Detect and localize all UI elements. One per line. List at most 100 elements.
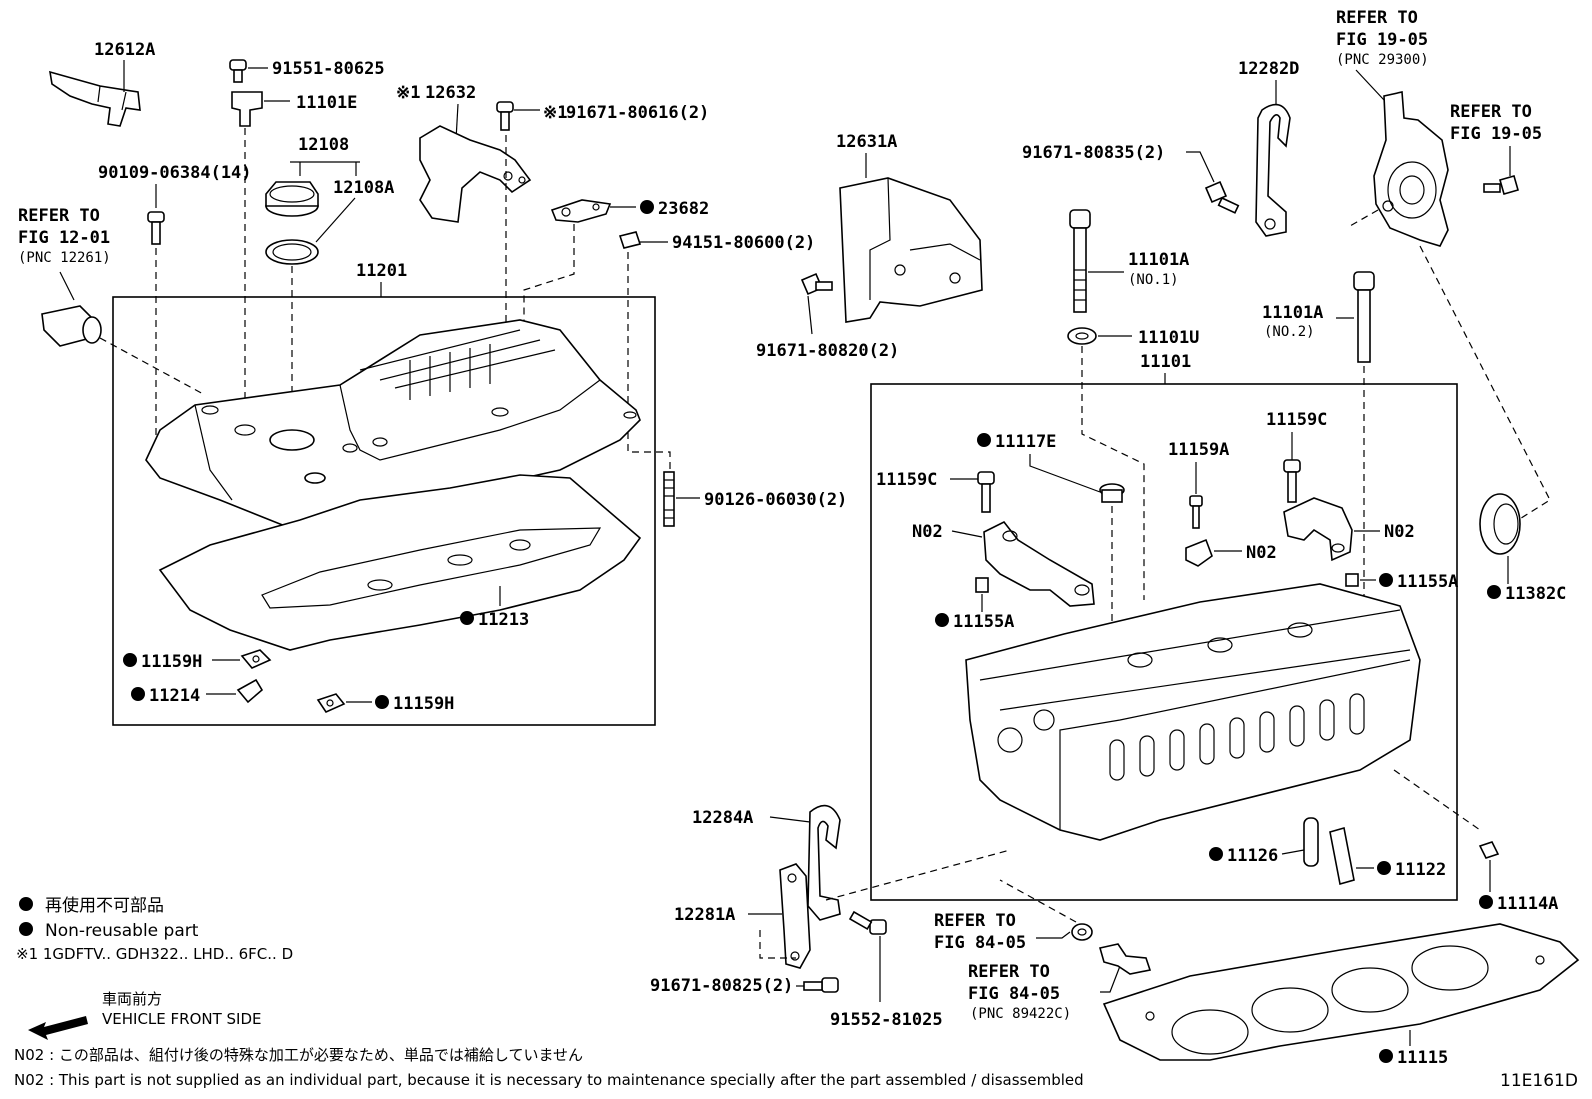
sensor-11101e-icon xyxy=(231,91,263,127)
front-arrow-icon xyxy=(28,1016,88,1040)
hose-12261-icon xyxy=(41,305,102,347)
label-11159a: 11159A xyxy=(1168,440,1229,460)
label-n02-a: N02 xyxy=(912,522,943,542)
ref-12-01-line2: FIG 12-01 xyxy=(18,228,110,248)
ref-12-01-line3: (PNC 12261) xyxy=(18,250,111,266)
nonreusable-dot-11117e xyxy=(977,433,991,447)
guide-11122-icon xyxy=(1329,826,1355,886)
nonreusable-dot-11122 xyxy=(1377,861,1391,875)
nonreusable-dot-11115 xyxy=(1379,1049,1393,1063)
label-11101u: 11101U xyxy=(1138,328,1199,348)
ref-84-05-b-line1: REFER TO xyxy=(968,962,1050,982)
bolt-11101a-no1-icon xyxy=(1069,209,1091,313)
gasket-23682-icon xyxy=(550,199,612,223)
ref-19-05-top-line1: REFER TO xyxy=(1336,8,1418,28)
nonreusable-dot-11213 xyxy=(460,611,474,625)
label-11101a-no1: 11101A xyxy=(1128,250,1189,270)
label-11117e: 11117E xyxy=(995,432,1056,452)
mark-1-b: ※1 xyxy=(543,103,567,123)
seal-11159h-b-icon xyxy=(316,693,346,714)
label-11122: 11122 xyxy=(1395,860,1446,880)
insulator-12631a-icon xyxy=(839,177,983,323)
label-11126: 11126 xyxy=(1227,846,1278,866)
label-94151-80600: 94151-80600(2) xyxy=(672,233,815,253)
ref-84-05-a-line2: FIG 84-05 xyxy=(934,933,1026,953)
label-12108a: 12108A xyxy=(333,178,394,198)
ref-19-05-top-line2: FIG 19-05 xyxy=(1336,30,1428,50)
label-11101: 11101 xyxy=(1140,352,1191,372)
washer-84-05-icon xyxy=(1071,923,1093,941)
label-n02-b: N02 xyxy=(1246,543,1277,563)
nonreusable-dot-11382c xyxy=(1487,585,1501,599)
label-12281a: 12281A xyxy=(674,905,735,925)
bolt-11159c-b-icon xyxy=(1283,459,1301,503)
label-11101a-no2: 11101A xyxy=(1262,303,1323,323)
head-gasket-11115-icon xyxy=(1102,923,1580,1061)
bearing-cap-n02-c-icon xyxy=(1283,497,1353,562)
hanger-12284a-icon xyxy=(807,804,841,921)
legend-nonreusable-en: Non-reusable part xyxy=(45,921,199,941)
ref-19-05-top-line3: (PNC 29300) xyxy=(1336,52,1429,68)
hanger-12282d-icon xyxy=(1255,103,1291,237)
bracket-12281a-icon xyxy=(779,863,811,969)
gasket-11213-icon xyxy=(158,474,642,651)
bearing-cap-n02-b-icon xyxy=(1185,538,1213,567)
legend-note1: ※1 1GDFTV.. GDH322.. LHD.. 6FC.. D xyxy=(16,945,293,963)
head-group-box xyxy=(870,383,1458,901)
pin-11155a-b-icon xyxy=(1345,573,1359,587)
label-11114a: 11114A xyxy=(1497,894,1558,914)
nonreusable-dot-11155a-b xyxy=(1379,573,1393,587)
bolt-11159c-a-icon xyxy=(977,471,995,513)
label-91551-80625: 91551-80625 xyxy=(272,59,385,79)
bolt-11159a-icon xyxy=(1189,495,1203,529)
label-12632: 12632 xyxy=(425,83,476,103)
nonreusable-dot-11159h-a xyxy=(123,653,137,667)
guide-11126-icon xyxy=(1303,817,1319,867)
label-12631a: 12631A xyxy=(836,132,897,152)
bolt-91552-icon xyxy=(848,910,887,935)
pin-11114a-icon xyxy=(1478,841,1500,859)
oil-cap-12108-icon xyxy=(265,181,319,217)
label-11155a-a: 11155A xyxy=(953,612,1014,632)
washer-11101u-icon xyxy=(1067,327,1097,345)
oil-seal-11382c-icon xyxy=(1479,493,1521,555)
ref-84-05-b-line3: (PNC 89422C) xyxy=(970,1006,1071,1022)
bearing-cap-n02-a-icon xyxy=(983,520,1095,607)
seal-11214-icon xyxy=(236,678,264,704)
nonreusable-dot-11159h-b xyxy=(375,695,389,709)
note-n02-en: N02 : This part is not supplied as an in… xyxy=(14,1071,1084,1089)
label-91552-81025: 91552-81025 xyxy=(830,1010,943,1030)
nonreusable-dot-23682 xyxy=(640,200,654,214)
legend-nonreusable-jp: 再使用不可部品 xyxy=(45,895,164,916)
gasket-12108a-icon xyxy=(265,239,319,265)
bracket-12612a-icon xyxy=(49,70,141,127)
nonreusable-dot-11126 xyxy=(1209,847,1223,861)
label-11213: 11213 xyxy=(478,610,529,630)
label-11382c: 11382C xyxy=(1505,584,1566,604)
nonreusable-dot-11114a xyxy=(1479,895,1493,909)
label-11115: 11115 xyxy=(1397,1048,1448,1068)
cylinder-head-11101-icon xyxy=(965,583,1421,841)
label-91671-80820: 91671-80820(2) xyxy=(756,341,899,361)
bolt-91671-80825-icon xyxy=(803,977,839,993)
label-11101a-no1-sub: (NO.1) xyxy=(1128,272,1179,288)
cover-group-box xyxy=(112,296,656,726)
label-11159c-a: 11159C xyxy=(876,470,937,490)
label-11155a-b: 11155A xyxy=(1397,572,1458,592)
label-11201: 11201 xyxy=(356,261,407,281)
bolt-91551-icon xyxy=(229,59,247,83)
label-11101a-no2-sub: (NO.2) xyxy=(1264,324,1315,340)
ref-19-05-r-line2: FIG 19-05 xyxy=(1450,124,1542,144)
label-12612a: 12612A xyxy=(94,40,155,60)
stud-90126-icon xyxy=(663,471,675,527)
note-n02-jp: N02 : この部品は、組付け後の特殊な加工が必要なため、単品では補給していませ… xyxy=(14,1046,583,1064)
bolt-11101a-no2-icon xyxy=(1353,271,1375,363)
plug-11117e-icon xyxy=(1099,483,1125,503)
bolt-91671-80835-icon xyxy=(1204,180,1240,214)
label-90126-06030: 90126-06030(2) xyxy=(704,490,847,510)
label-11214: 11214 xyxy=(149,686,200,706)
pin-11155a-a-icon xyxy=(975,577,989,593)
vacuum-pump-29300-icon xyxy=(1373,91,1449,247)
ref-19-05-r-line1: REFER TO xyxy=(1450,102,1532,122)
